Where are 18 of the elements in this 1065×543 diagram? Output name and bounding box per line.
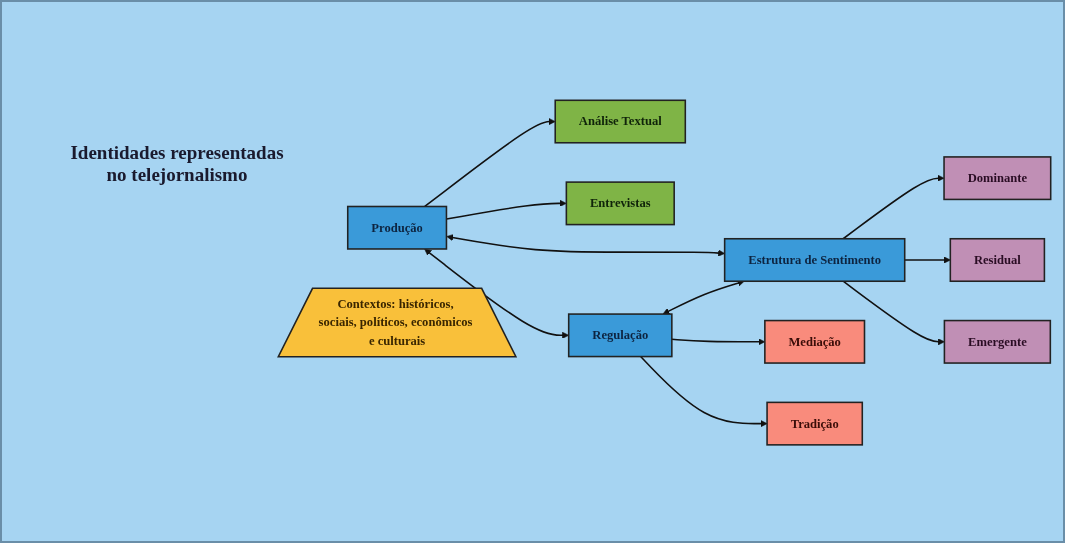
arrow	[639, 356, 768, 428]
node-box: Entrevistas	[565, 181, 675, 226]
node-box: Tradição	[766, 402, 864, 447]
node-box: Mediação	[764, 320, 866, 365]
arrow	[662, 280, 745, 315]
node-box: Residual	[949, 238, 1046, 283]
node-box: Emergente	[943, 320, 1052, 365]
node-box: Estrutura de Sentimento	[723, 238, 906, 283]
node-box: Análise Textual	[554, 99, 687, 144]
arrow	[842, 175, 945, 240]
arrow	[424, 118, 556, 208]
node-box: Dominante	[943, 156, 1052, 201]
note-text: Identidades representadas no telejornalismo	[69, 142, 285, 186]
arrow	[424, 249, 569, 340]
arrow	[842, 280, 945, 346]
node-box: Produção	[346, 206, 448, 251]
node-box: Regulação	[567, 313, 673, 358]
arrow	[446, 234, 725, 257]
